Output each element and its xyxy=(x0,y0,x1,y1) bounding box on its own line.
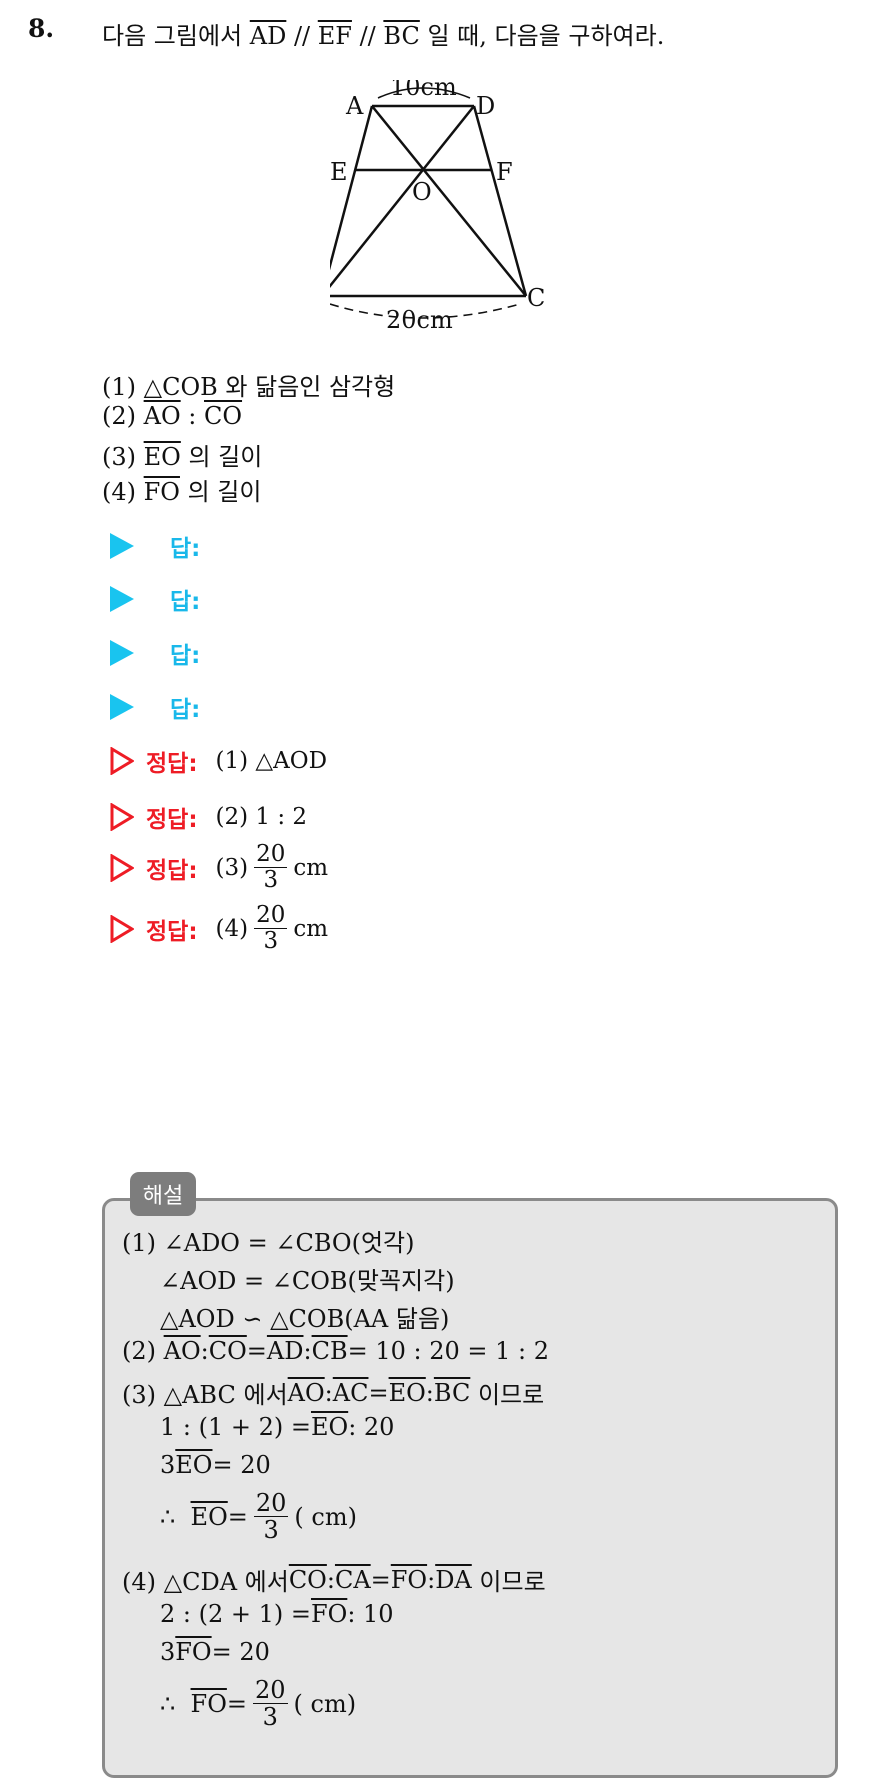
label-o: O xyxy=(412,178,432,206)
answer-row: 답: xyxy=(110,528,200,564)
question-item: (1) △COB 와 닮음인 삼각형 xyxy=(102,373,396,401)
bottom-measure-arc xyxy=(330,303,521,319)
solution-label: 정답: xyxy=(146,857,198,884)
outline-triangle-icon xyxy=(110,914,134,943)
explanation-line: 1 : (1 + 2) = EO : 20 xyxy=(160,1413,395,1441)
top-length-label: 10cm xyxy=(390,80,457,101)
solution-row: 정답: (2) 1 : 2 xyxy=(110,800,307,834)
edge-dc xyxy=(472,105,528,297)
label-c: C xyxy=(527,284,545,312)
parallel-symbol: // xyxy=(351,22,384,50)
triangle-bullet-icon xyxy=(110,694,134,720)
explanation-line: (2) AO : CO = AD : CB = 10 : 20 = 1 : 2 xyxy=(122,1337,549,1365)
diagonal-bd xyxy=(330,105,475,289)
parallel-symbol: // xyxy=(286,22,318,50)
segment-ef: EF xyxy=(317,22,352,50)
segment-bc: BC xyxy=(383,22,420,50)
question-prefix: 다음 그림에서 xyxy=(102,22,250,50)
solution-label: 정답: xyxy=(146,918,198,945)
explanation-tab: 해설 xyxy=(130,1172,196,1216)
question-text: 다음 그림에서 AD // EF // BC 일 때, 다음을 구하여라. xyxy=(102,16,664,51)
edge-ab xyxy=(330,105,374,271)
question-number: 8. xyxy=(28,14,55,43)
explanation-box xyxy=(102,1198,838,1778)
outline-triangle-icon xyxy=(110,747,134,775)
explanation-line: 2 : (2 + 1) = FO : 10 xyxy=(160,1600,394,1628)
label-a: A xyxy=(345,92,364,120)
triangle-bullet-icon xyxy=(110,533,134,559)
solution-row: 정답: (1) △AOD xyxy=(110,744,327,778)
label-f: F xyxy=(496,158,513,186)
bottom-length-label: 20cm xyxy=(386,306,453,334)
explanation-line: (1) ∠ADO = ∠CBO(엇각) xyxy=(122,1229,415,1257)
outline-triangle-icon xyxy=(110,803,134,831)
answer-row: 답: xyxy=(110,635,200,671)
trapezoid-figure: A D E F O B C 10cm 20cm xyxy=(330,80,545,334)
answer-row: 답: xyxy=(110,689,200,725)
triangle-bullet-icon xyxy=(110,640,134,666)
question-suffix: 일 때, 다음을 구하여라. xyxy=(419,22,665,50)
solution-value: (1) △AOD xyxy=(215,748,328,774)
question-item: (3) EO 의 길이 xyxy=(102,443,263,471)
explanation-line: ∠AOD = ∠COB(맞꼭지각) xyxy=(160,1267,455,1295)
triangle-bullet-icon xyxy=(110,586,134,612)
label-e: E xyxy=(330,158,348,186)
top-measure-arc xyxy=(377,87,471,99)
outline-triangle-icon xyxy=(110,853,134,882)
explanation-line: △AOD ∽ △COB(AA 닮음) xyxy=(160,1305,450,1333)
answer-label: 답: xyxy=(170,589,201,615)
solution-label: 정답: xyxy=(146,807,198,833)
question-item: (2) AO : CO xyxy=(102,402,243,430)
answer-label: 답: xyxy=(170,536,201,562)
question-item: (4) FO 의 길이 xyxy=(102,478,262,506)
diagonal-ac xyxy=(371,105,527,297)
segment-ad: AD xyxy=(249,22,287,50)
answer-label: 답: xyxy=(170,697,201,723)
explanation-line: (3) △ABC 에서 AO : AC = EO : BC 이므로 xyxy=(122,1378,545,1410)
label-d: D xyxy=(476,92,495,120)
answer-row: 답: xyxy=(110,581,200,617)
solution-value: (2) 1 : 2 xyxy=(215,804,308,830)
answer-label: 답: xyxy=(170,643,201,669)
solution-label: 정답: xyxy=(146,751,198,777)
explanation-line: (4) △CDA 에서 CO : CA = FO : DA 이므로 xyxy=(122,1565,546,1597)
